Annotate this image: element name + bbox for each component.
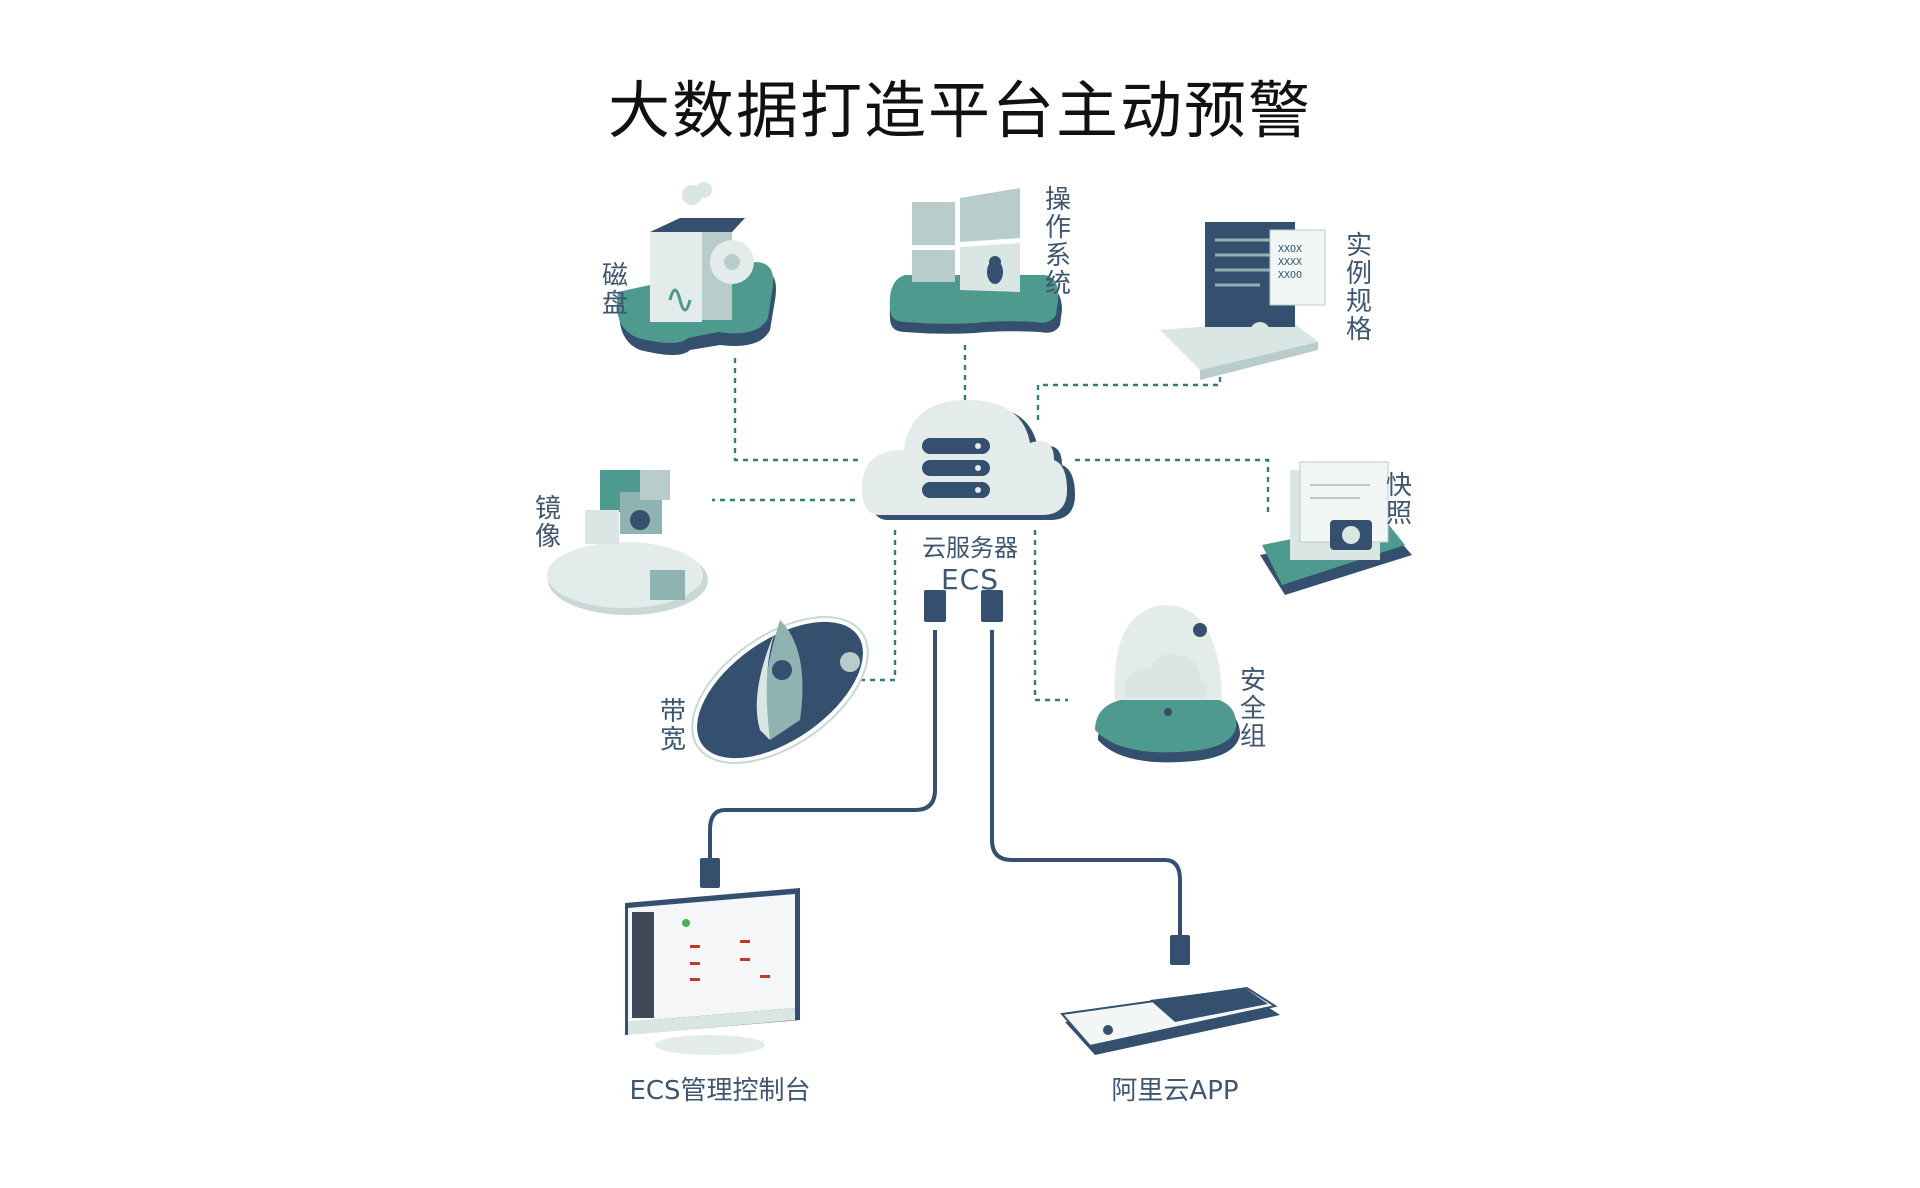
center-label: 云服务器 ECS	[880, 528, 1060, 596]
center-name: 云服务器	[922, 534, 1018, 562]
instance-icon: XXOX XXXX XXOO	[1160, 222, 1326, 380]
snapshot-icon	[1260, 461, 1412, 595]
node-label-bandwidth: 带宽	[659, 697, 686, 755]
image-icon	[547, 470, 708, 615]
cable-plugs	[700, 590, 1190, 965]
node-label-os: 操作系统	[1044, 185, 1071, 299]
node-label-security-group: 安全组	[1239, 666, 1266, 752]
node-label-instance: 实例规格	[1345, 231, 1372, 345]
ecs-cloud-icon	[862, 400, 1075, 520]
cables	[708, 630, 1182, 935]
svg-text:XXOX: XXOX	[1278, 244, 1302, 255]
os-icon	[889, 188, 1062, 334]
security-group-icon	[1095, 605, 1240, 763]
center-code: ECS	[940, 563, 999, 596]
endpoint-label-console: ECS管理控制台	[629, 1076, 811, 1106]
disk-icon	[616, 182, 776, 355]
svg-text:XXOO: XXOO	[1278, 270, 1302, 281]
endpoint-label-app: 阿里云APP	[1111, 1076, 1239, 1106]
app-tablet-icon	[1060, 986, 1280, 1055]
console-monitor-icon	[625, 888, 800, 1055]
node-label-image: 镜像	[534, 494, 561, 552]
page-title: 大数据打造平台主动预警	[607, 74, 1312, 147]
node-label-disk: 磁盘	[601, 261, 628, 319]
svg-text:XXXX: XXXX	[1278, 257, 1302, 268]
node-label-snapshot: 快照	[1385, 471, 1412, 529]
bandwidth-icon	[691, 616, 869, 764]
